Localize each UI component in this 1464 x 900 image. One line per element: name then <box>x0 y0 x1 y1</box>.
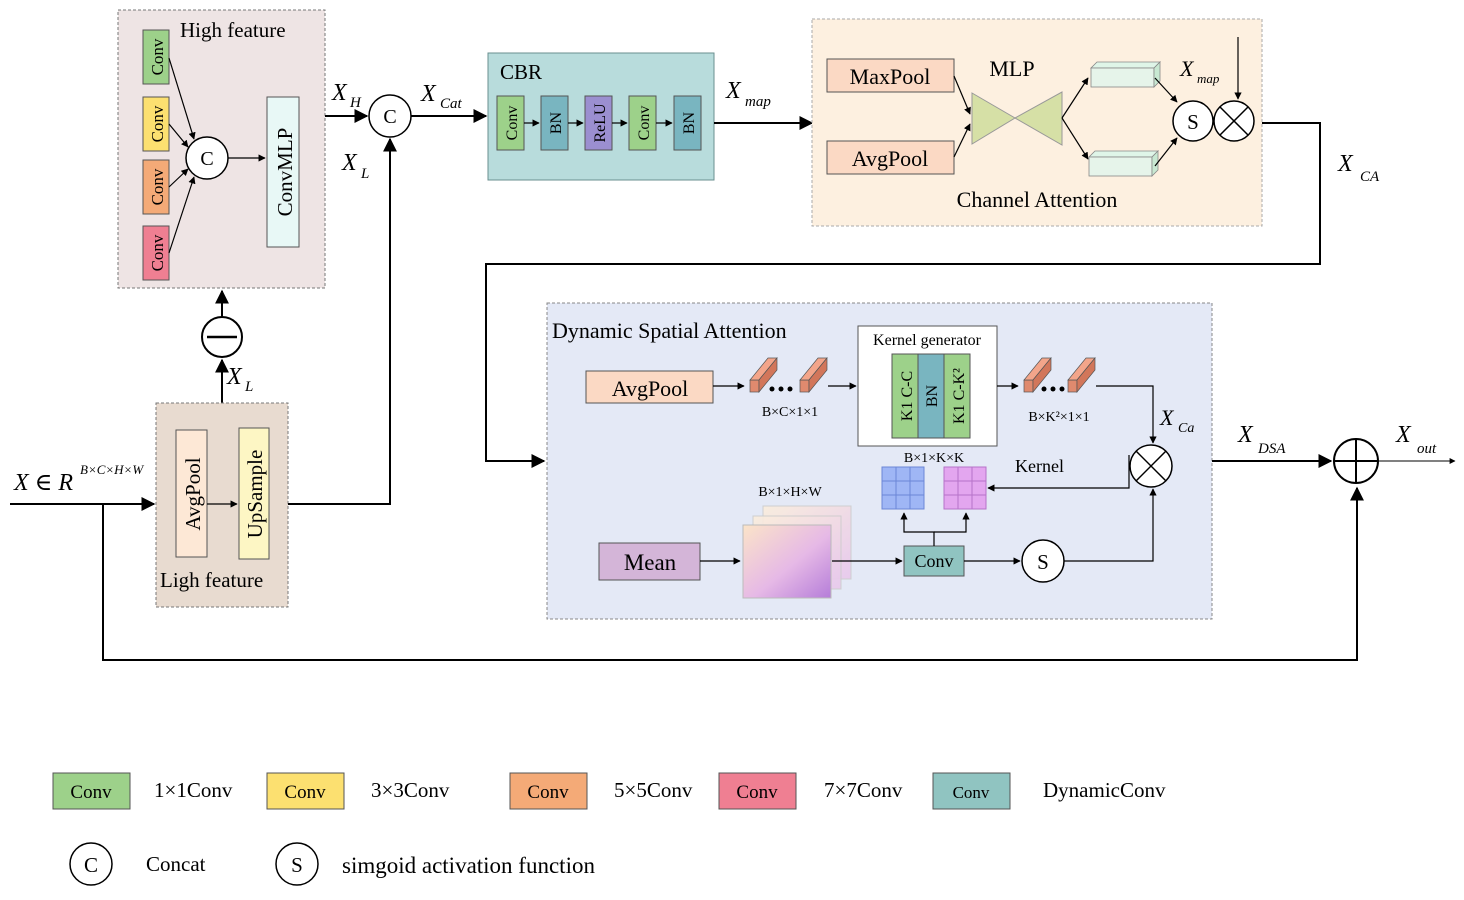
cbr-block-bn-1: BN <box>548 111 565 134</box>
legend-swatch-2: Conv <box>284 782 326 803</box>
xca-label: X <box>1337 151 1354 177</box>
dsa-xca-label: X <box>1159 405 1175 430</box>
upsample-label: UpSample <box>243 450 267 539</box>
legend-text-2: 3×3Conv <box>371 778 450 802</box>
conv-7x7-label: Conv <box>148 234 167 271</box>
legend-sigmoid-symbol: S <box>291 853 303 877</box>
cbr-block-conv-2: Conv <box>636 106 653 141</box>
conv-5x5-block <box>142 159 170 215</box>
dsa-panel: Dynamic Spatial Attention AvgPool B×C×1×… <box>546 302 1213 620</box>
legend-swatch-4: Conv <box>736 782 778 803</box>
xmap-label-sub: map <box>745 94 771 110</box>
channel-attention-panel: MaxPool AvgPool MLP S X map Channel Atte… <box>811 18 1263 227</box>
top-concat-symbol: C <box>383 106 396 128</box>
xout-label: X <box>1395 422 1412 448</box>
xcat-label: X <box>420 81 437 107</box>
kg-col-2: BN <box>924 384 941 407</box>
ca-title: Channel Attention <box>957 187 1118 212</box>
vec2-label: B×K²×1×1 <box>1028 410 1089 425</box>
xh-label: X <box>331 80 348 106</box>
high-feature-title: High feature <box>180 18 286 42</box>
kg-col-3: K1 C-K² <box>951 368 968 424</box>
low-avgpool-block <box>175 429 208 558</box>
high-concat-symbol: C <box>200 148 213 170</box>
dsa-title: Dynamic Spatial Attention <box>552 318 787 343</box>
xcat-label-sub: Cat <box>440 96 463 112</box>
conv-1x1-label: Conv <box>148 38 167 75</box>
high-feature-panel: High feature Conv Conv Conv Conv C ConvM… <box>117 9 326 289</box>
ca-sigmoid-symbol: S <box>1187 110 1199 134</box>
input-superscript: B×C×H×W <box>80 462 144 477</box>
low-feature-panel: AvgPool UpSample Ligh feature <box>155 402 289 608</box>
legend-concat-symbol: C <box>84 853 98 877</box>
conv-1x1-block <box>142 29 170 85</box>
legend-text-1: 1×1Conv <box>154 778 233 802</box>
xh-label-sub: H <box>349 95 362 111</box>
mlp-label: MLP <box>989 56 1034 81</box>
xca-label-sub: CA <box>1360 169 1380 185</box>
legend-text-5: DynamicConv <box>1043 778 1166 802</box>
cbr-block-relu: ReLU <box>592 103 609 143</box>
conv-5x5-label: Conv <box>148 168 167 205</box>
final-add-node <box>1333 438 1379 484</box>
ca-xmap-label-sub: map <box>1197 71 1220 86</box>
subtract-node <box>201 316 243 358</box>
kernel-label: Kernel <box>1015 456 1064 476</box>
legend-swatch-1: Conv <box>70 782 112 803</box>
kernel-gen-title: Kernel generator <box>873 332 982 349</box>
legend-sigmoid-text: simgoid activation function <box>342 853 595 878</box>
kernel-grid-purple <box>943 466 987 510</box>
cbr-title: CBR <box>500 60 542 84</box>
low-avgpool-label: AvgPool <box>181 457 205 530</box>
legend-text-4: 7×7Conv <box>824 778 903 802</box>
dsa-sigmoid-symbol: S <box>1037 550 1049 574</box>
legend-swatch-5: Conv <box>953 783 990 802</box>
convmlp-label: ConvMLP <box>273 128 297 217</box>
xl-label-left: X <box>226 364 243 390</box>
cbr-block-bn-2: BN <box>681 111 698 134</box>
dsa-avgpool-label: AvgPool <box>612 376 689 401</box>
ca-xmap-label: X <box>1179 56 1195 81</box>
cbr-panel: CBR Conv BN ReLU Conv BN <box>487 52 715 181</box>
kg-col-1: K1 C-C <box>899 371 916 421</box>
dsa-xca-label-sub: Ca <box>1178 421 1194 436</box>
convmlp-block <box>266 96 300 248</box>
xl-label-top-sub: L <box>360 166 369 182</box>
legend-concat-text: Concat <box>146 852 206 876</box>
low-feature-title: Ligh feature <box>160 568 263 592</box>
xdsa-label-sub: DSA <box>1257 441 1286 457</box>
xout-label-sub: out <box>1417 441 1437 457</box>
conv-3x3-block <box>142 96 170 152</box>
legend-text-3: 5×5Conv <box>614 778 693 802</box>
xdsa-label: X <box>1237 422 1254 448</box>
mean-label: Mean <box>624 550 677 575</box>
conv-3x3-label: Conv <box>148 105 167 142</box>
vector-bars-1 <box>749 357 828 393</box>
vector-bars-2 <box>1023 357 1096 393</box>
vec1-label: B×C×1×1 <box>762 405 818 420</box>
kernel-dims-label: B×1×K×K <box>904 451 964 466</box>
legend-swatch-3: Conv <box>527 782 569 803</box>
cbr-block-conv-1: Conv <box>504 106 521 141</box>
ca-maxpool-label: MaxPool <box>850 64 931 89</box>
xl-label-left-sub: L <box>244 379 253 395</box>
xl-label-top: X <box>341 150 358 176</box>
input-label: X ∈ R <box>13 470 73 496</box>
map-dims-label: B×1×H×W <box>758 485 822 500</box>
feature-map-stack <box>742 505 852 599</box>
upsample-block <box>238 427 270 560</box>
legend: Conv 1×1Conv Conv 3×3Conv Conv 5×5Conv C… <box>52 772 1166 886</box>
dsa-conv-label: Conv <box>914 551 953 571</box>
xmap-label: X <box>725 78 742 104</box>
ca-avgpool-label: AvgPool <box>852 146 929 171</box>
kernel-grid-blue <box>881 466 925 510</box>
